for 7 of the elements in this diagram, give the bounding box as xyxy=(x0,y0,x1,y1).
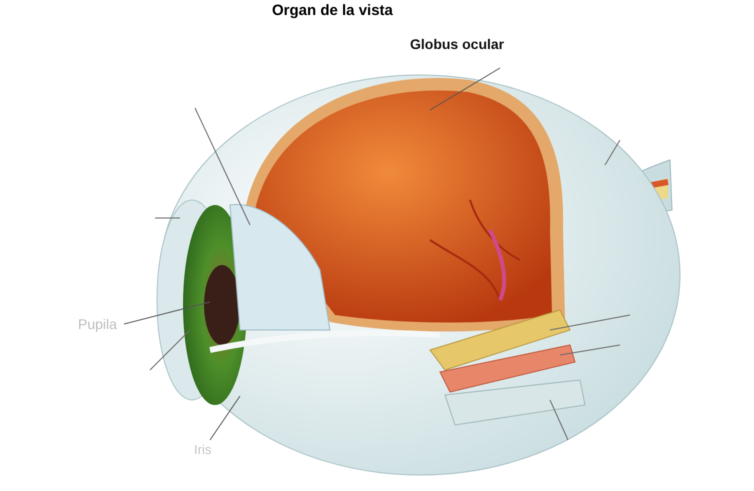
leader-line xyxy=(210,396,240,440)
part-label: Globus ocular xyxy=(410,36,504,52)
leader-line xyxy=(430,68,500,110)
leader-line xyxy=(124,302,210,324)
part-label: Pupila xyxy=(78,316,117,332)
diagram-title: Organ de la vista xyxy=(272,2,393,19)
part-label: Iris xyxy=(194,442,212,457)
